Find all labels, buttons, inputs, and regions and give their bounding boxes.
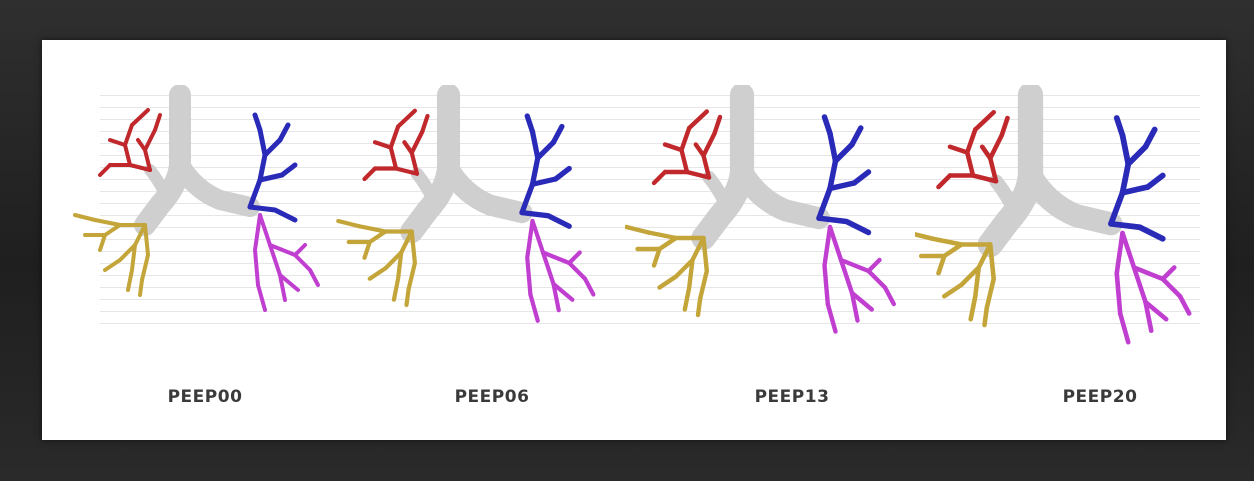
left-main-bronchus	[742, 172, 819, 218]
right-upper-bronchus	[417, 174, 433, 198]
left-upper-branch-2	[1128, 147, 1145, 164]
right-lower-branch-8	[939, 256, 945, 273]
label-peep06: PEEP06	[422, 387, 562, 407]
left-lower-branch-7	[828, 304, 836, 332]
right-lower-branch-6	[140, 280, 142, 295]
left-lower-branch-7	[530, 295, 537, 321]
right-upper-branch-4	[365, 169, 376, 180]
right-upper-branch-3	[398, 111, 415, 127]
right-upper-branch-3	[975, 112, 993, 129]
label-peep13: PEEP13	[722, 387, 862, 407]
left-lower-branch-6	[885, 288, 894, 305]
left-upper-branch-2	[265, 140, 280, 155]
right-lower-branch-1	[349, 232, 386, 243]
right-upper-branch-4	[654, 172, 665, 183]
right-lower-branch-4	[660, 277, 677, 288]
right-upper-branch-7	[982, 147, 990, 159]
right-lower-branch-7	[75, 215, 95, 220]
right-lower-branch-7	[338, 221, 359, 226]
left-upper-branch-5	[554, 127, 562, 143]
right-upper-branch-6	[715, 117, 721, 134]
left-main-bronchus	[449, 169, 523, 213]
left-upper-branch-4	[527, 116, 532, 132]
right-lower-branch-1	[85, 225, 120, 235]
left-upper-branch-5	[280, 125, 288, 140]
left-main-bronchus	[180, 165, 250, 207]
right-lower-branch-4	[105, 260, 120, 270]
left-upper-branch-2	[538, 142, 554, 158]
left-lower-branch-7	[1120, 314, 1128, 343]
right-upper-bronchus	[709, 178, 726, 203]
airway-tree-3	[915, 85, 1215, 345]
left-lower-branch-4	[295, 245, 305, 255]
left-upper-branch-6	[854, 172, 868, 183]
left-upper-branch-4	[1117, 118, 1123, 135]
left-upper-branch-1	[1123, 135, 1129, 164]
left-lower-branch-4	[569, 253, 580, 264]
right-upper-branch-6	[1002, 118, 1008, 135]
left-upper-branch-6	[282, 165, 295, 175]
label-peep20: PEEP20	[1030, 387, 1170, 407]
right-upper-branch-3	[689, 112, 707, 129]
right-upper-branch-3	[132, 110, 148, 125]
label-peep00: PEEP00	[135, 387, 275, 407]
left-upper-branch-1	[830, 134, 836, 162]
right-upper-bronchus	[150, 170, 165, 193]
left-lower-branch-4	[869, 260, 880, 271]
right-lower-branch-1	[921, 245, 961, 257]
left-upper-branch-6	[1148, 176, 1163, 188]
left-lower-branch-6	[585, 279, 593, 295]
right-upper-branch-6	[422, 116, 427, 132]
left-lower-branch-3	[1117, 233, 1123, 314]
right-upper-branch-7	[138, 140, 145, 150]
right-upper-branch-2	[375, 142, 391, 147]
right-upper-bronchus	[996, 181, 1013, 207]
left-upper-branch-1	[533, 132, 538, 158]
right-upper-branch-2	[950, 147, 967, 153]
left-lower-branch-7	[258, 285, 265, 310]
right-upper-branch-7	[404, 142, 411, 153]
airway-tree-1	[330, 85, 630, 345]
right-lower-branch-7	[627, 227, 649, 233]
right-lower-branch-4	[370, 268, 386, 279]
left-upper-branch-5	[852, 128, 861, 145]
left-upper-branch-2	[836, 145, 853, 162]
left-lower-branch-6	[1180, 296, 1189, 313]
right-lower-branch-8	[100, 235, 105, 250]
left-lower-branch-3	[825, 227, 831, 304]
left-main-bronchus	[1031, 176, 1112, 224]
right-lower-branch-6	[407, 289, 409, 305]
right-lower-branch-1	[638, 238, 677, 249]
right-lower-branch-4	[944, 285, 961, 297]
left-lower-branch-3	[255, 215, 260, 285]
left-upper-branch-4	[255, 115, 260, 130]
left-upper-branch-1	[260, 130, 265, 155]
airway-tree-0	[60, 85, 360, 345]
right-upper-branch-4	[939, 176, 951, 188]
right-lower-branch-6	[985, 308, 987, 325]
right-upper-branch-6	[155, 115, 160, 130]
left-lower-branch-4	[1163, 268, 1175, 280]
left-upper-branch-6	[556, 169, 570, 180]
right-upper-branch-7	[696, 145, 704, 156]
right-upper-branch-2	[665, 145, 682, 151]
left-lower-branch-3	[527, 221, 532, 295]
right-upper-branch-2	[110, 140, 125, 145]
right-lower-branch-7	[915, 233, 933, 239]
right-lower-branch-6	[698, 299, 700, 316]
left-lower-branch-6	[310, 270, 318, 285]
airway-tree-2	[625, 85, 925, 345]
left-upper-branch-4	[825, 117, 831, 134]
right-lower-branch-8	[654, 249, 660, 266]
right-lower-branch-8	[365, 242, 370, 258]
left-upper-branch-5	[1146, 130, 1155, 147]
right-upper-branch-4	[100, 165, 110, 175]
